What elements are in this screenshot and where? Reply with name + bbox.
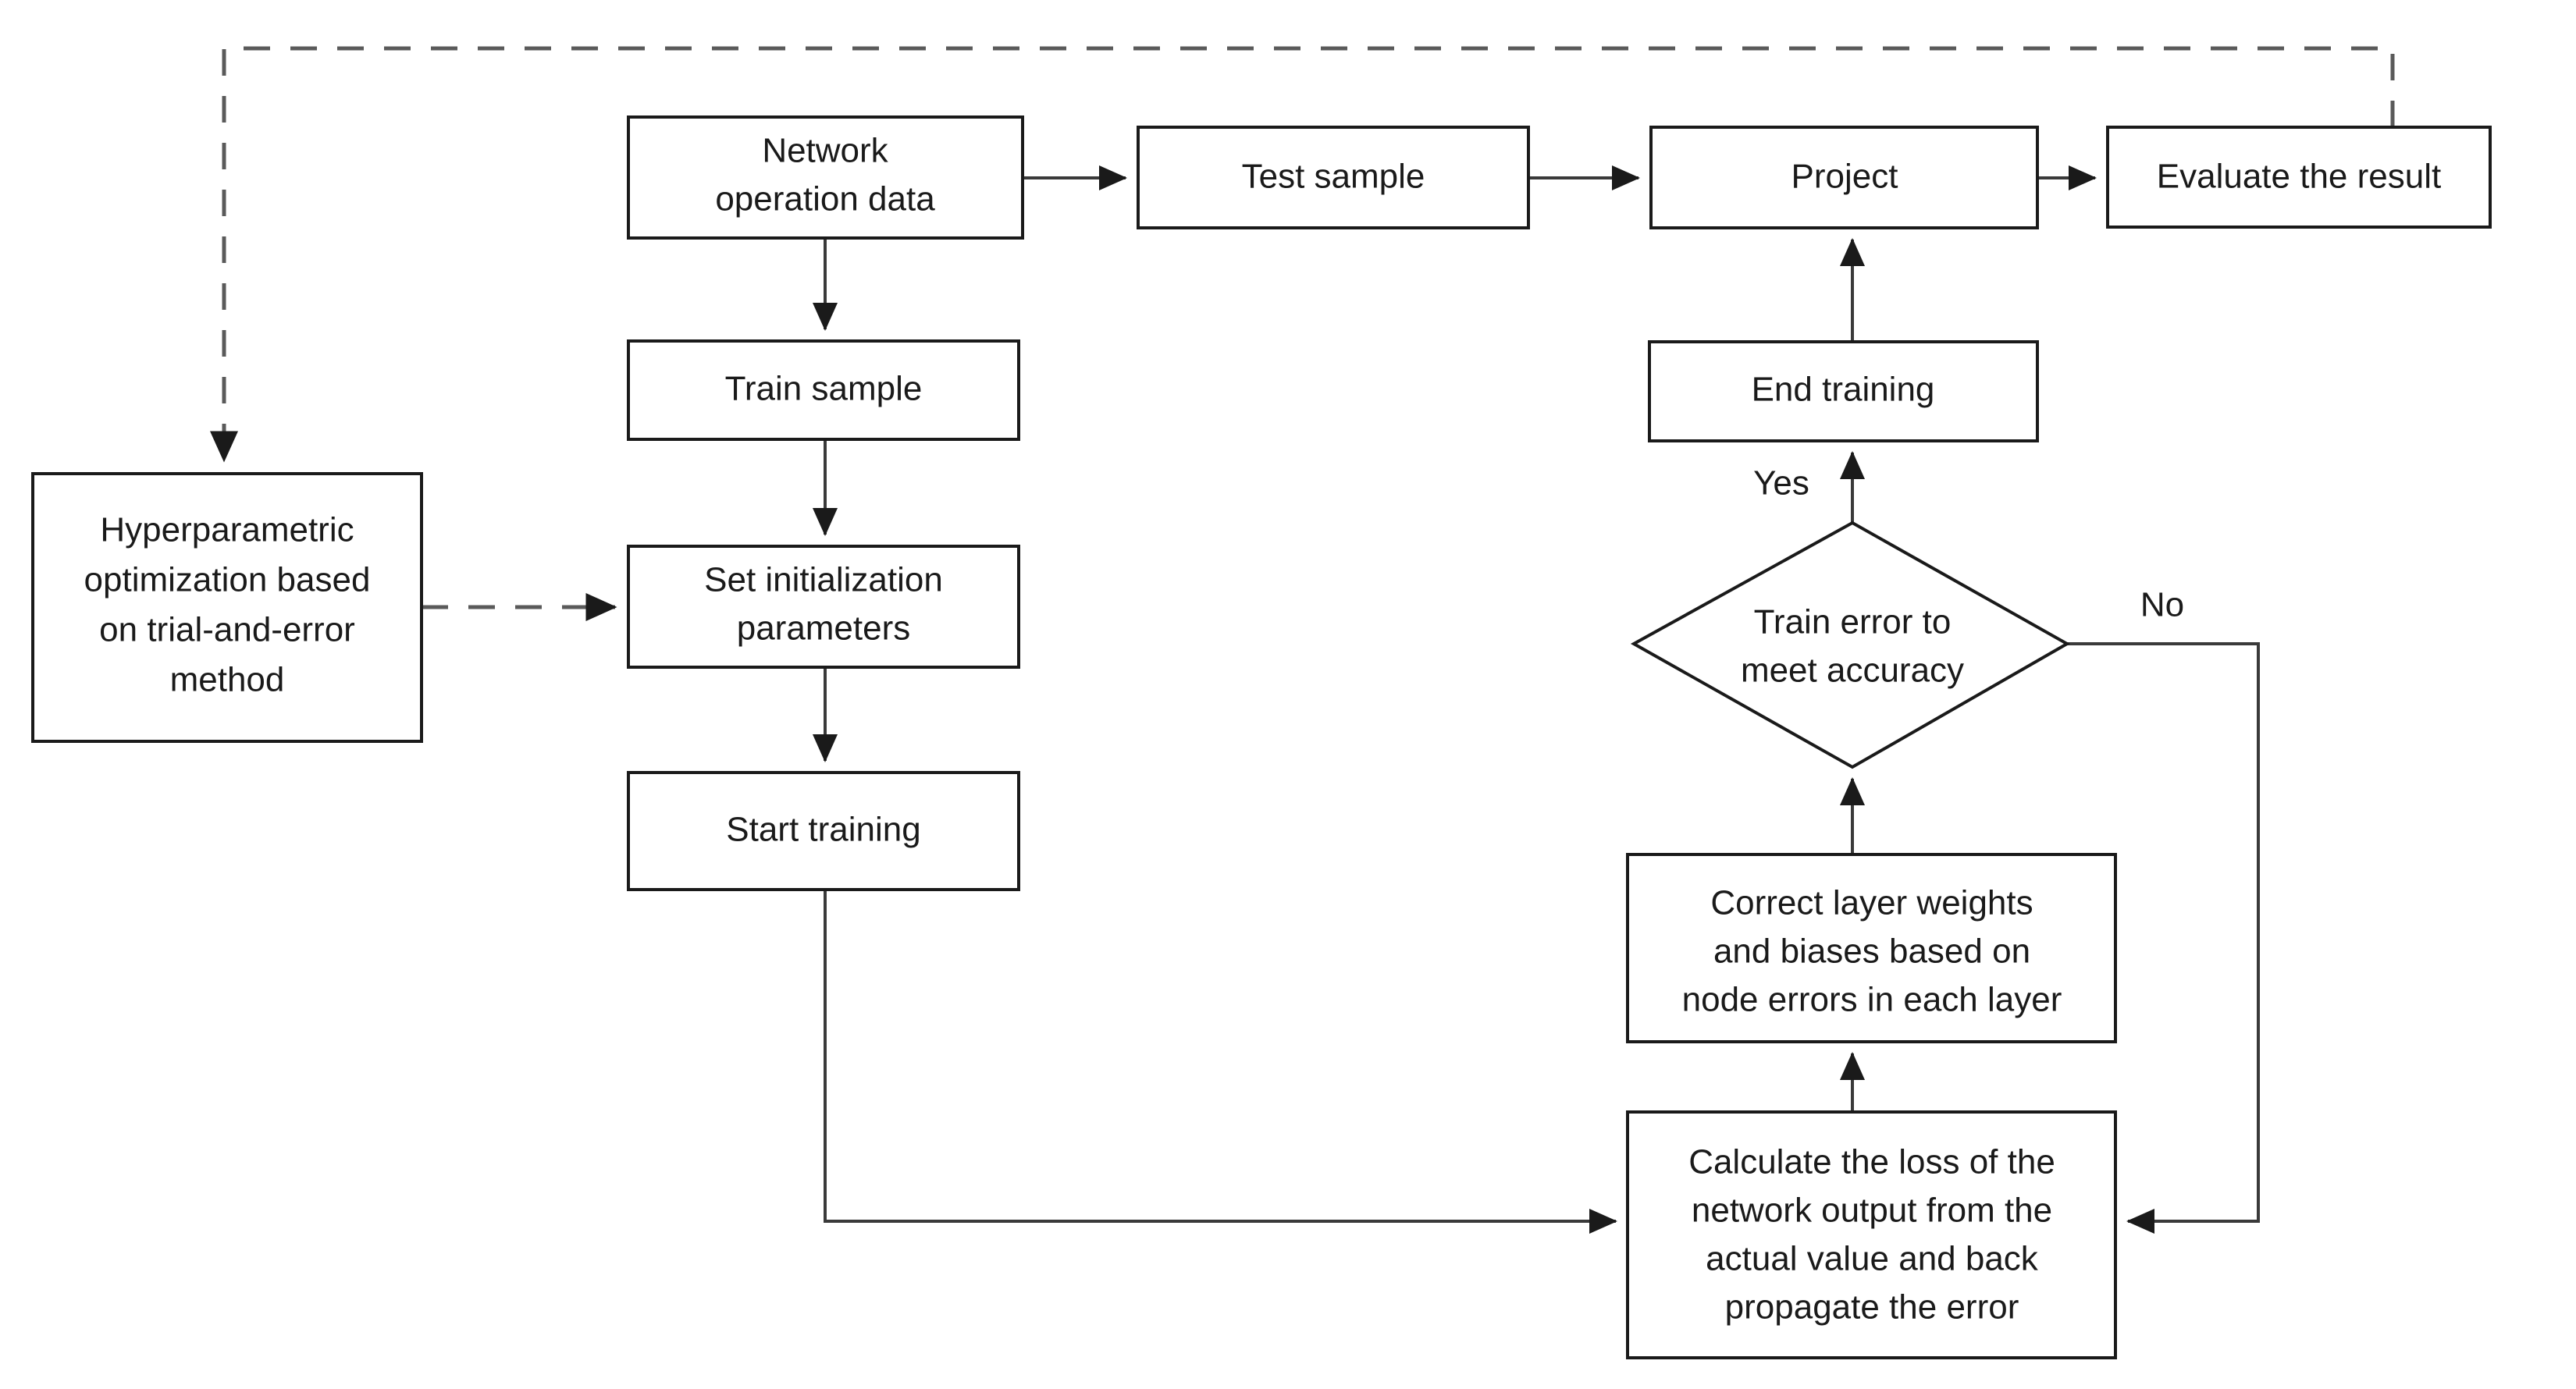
node-train-error-decision-line-1: Train error to	[1754, 603, 1952, 641]
node-hyperparametric-optimization-box[interactable]	[31, 472, 423, 743]
node-test-sample-label: Test sample	[1242, 158, 1425, 196]
node-hyperparametric-line-3: on trial-and-error	[99, 611, 355, 649]
node-end-training[interactable]: End training	[1648, 340, 2039, 442]
edge-evaluate-to-hyperparametric	[209, 46, 2395, 463]
edge-label-yes: Yes	[1753, 464, 1809, 503]
node-network-operation-data-line-2: operation data	[715, 180, 935, 218]
node-end-training-label: End training	[1752, 371, 1935, 409]
node-train-sample-label: Train sample	[725, 370, 923, 408]
node-correct-layer-weights-line-3: node errors in each layer	[1682, 981, 2062, 1019]
node-correct-layer-weights-line-1: Correct layer weights	[1710, 884, 2033, 922]
node-hyperparametric-line-4: method	[170, 661, 285, 699]
node-correct-layer-weights[interactable]: Correct layer weights and biases based o…	[1626, 853, 2117, 1043]
node-train-error-decision[interactable]: Train error to meet accuracy	[1630, 520, 2071, 769]
node-project-label: Project	[1791, 158, 1898, 196]
node-set-initialization-parameters[interactable]: Set initialization parameters	[627, 545, 1020, 669]
node-network-operation-data-line-1: Network	[762, 132, 888, 170]
node-correct-layer-weights-line-2: and biases based on	[1713, 933, 2030, 971]
node-train-sample[interactable]: Train sample	[627, 339, 1020, 441]
node-calculate-loss-box[interactable]	[1626, 1110, 2117, 1359]
node-train-sample-box[interactable]	[627, 339, 1020, 441]
node-calculate-loss-line-4: propagate the error	[1725, 1288, 2019, 1327]
node-set-init-line-2: parameters	[737, 609, 911, 648]
node-train-error-decision-shape[interactable]	[1630, 520, 2071, 769]
node-start-training-box[interactable]	[627, 771, 1020, 891]
node-calculate-loss-line-3: actual value and back	[1706, 1240, 2039, 1278]
node-correct-layer-weights-box[interactable]	[1626, 853, 2117, 1043]
node-project[interactable]: Project	[1649, 126, 2039, 229]
node-test-sample-box[interactable]	[1137, 126, 1530, 229]
edge-start-training-to-calculate-loss	[824, 890, 1617, 1234]
node-end-training-box[interactable]	[1648, 340, 2039, 442]
node-evaluate-the-result[interactable]: Evaluate the result	[2106, 126, 2492, 229]
edge-decision-no-to-calculate-loss	[2067, 642, 2260, 1234]
node-set-initialization-parameters-box[interactable]	[627, 545, 1020, 669]
node-train-error-decision-line-2: meet accuracy	[1741, 652, 1964, 690]
node-network-operation-data-box[interactable]	[627, 115, 1024, 240]
node-set-init-line-1: Set initialization	[704, 561, 943, 599]
node-evaluate-the-result-box[interactable]	[2106, 126, 2492, 229]
node-start-training[interactable]: Start training	[627, 771, 1020, 891]
node-hyperparametric-line-1: Hyperparametric	[100, 511, 354, 549]
edge-label-no: No	[2140, 586, 2184, 624]
node-project-box[interactable]	[1649, 126, 2039, 229]
node-start-training-label: Start training	[726, 811, 920, 849]
node-test-sample[interactable]: Test sample	[1137, 126, 1530, 229]
node-calculate-loss-line-2: network output from the	[1692, 1192, 2052, 1230]
node-calculate-loss-line-1: Calculate the loss of the	[1688, 1143, 2055, 1181]
node-network-operation-data[interactable]: Network operation data	[627, 115, 1024, 240]
node-calculate-loss[interactable]: Calculate the loss of the network output…	[1626, 1110, 2117, 1359]
node-evaluate-the-result-label: Evaluate the result	[2157, 158, 2441, 196]
node-hyperparametric-line-2: optimization based	[84, 561, 371, 599]
node-hyperparametric-optimization[interactable]: Hyperparametric optimization based on tr…	[31, 472, 423, 743]
